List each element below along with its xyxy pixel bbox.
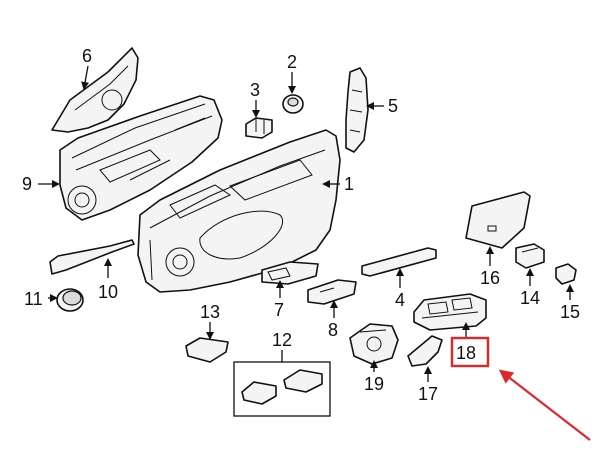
part-2-grommet (282, 94, 304, 114)
callout-labels: 6 2 3 5 1 9 10 11 7 8 4 13 12 16 14 15 1… (22, 46, 580, 404)
callout-3: 3 (250, 80, 260, 100)
callout-18: 18 (456, 343, 476, 363)
red-pointer-arrow (498, 369, 591, 441)
callout-17: 17 (418, 384, 438, 404)
part-7-bezel (261, 261, 319, 285)
part-19-handle-bracket (349, 323, 399, 365)
callout-8: 8 (328, 320, 338, 340)
callout-13: 13 (200, 302, 220, 322)
part-3-clip (245, 117, 273, 139)
callout-11: 11 (24, 289, 43, 309)
callout-1: 1 (344, 174, 354, 194)
callout-12: 12 (272, 330, 292, 350)
part-6-sail-trim (51, 47, 139, 133)
part-18-switch-assembly (413, 293, 487, 331)
part-5-pillar-trim (345, 67, 369, 153)
callout-10: 10 (98, 282, 118, 302)
part-4-trim-strip (361, 247, 437, 277)
part-1-door-trim-panel (137, 129, 341, 293)
part-17-latch (407, 335, 443, 367)
part-14-switch (515, 243, 545, 269)
part-13-flat-pad (185, 337, 229, 363)
callout-5: 5 (388, 96, 398, 116)
callout-6: 6 (82, 46, 92, 66)
part-8-bracket (307, 279, 357, 305)
callout-4: 4 (395, 290, 405, 310)
part-10-lower-strip (49, 239, 135, 275)
part-9-inner-carrier (59, 95, 223, 221)
leader-lines (38, 65, 574, 382)
callout-7: 7 (274, 300, 284, 320)
callout-14: 14 (520, 288, 540, 308)
part-11-round-cap (56, 288, 84, 312)
part-12-kit (233, 361, 331, 417)
callout-9: 9 (22, 174, 32, 194)
part-16-pad (465, 191, 531, 249)
callout-16: 16 (480, 268, 500, 288)
highlight-box (450, 336, 490, 368)
callout-15: 15 (560, 302, 580, 322)
callout-2: 2 (287, 52, 297, 72)
part-15-small-switch (555, 263, 577, 285)
highlight-callout-18: 18 (450, 336, 490, 368)
callout-19: 19 (364, 374, 384, 394)
